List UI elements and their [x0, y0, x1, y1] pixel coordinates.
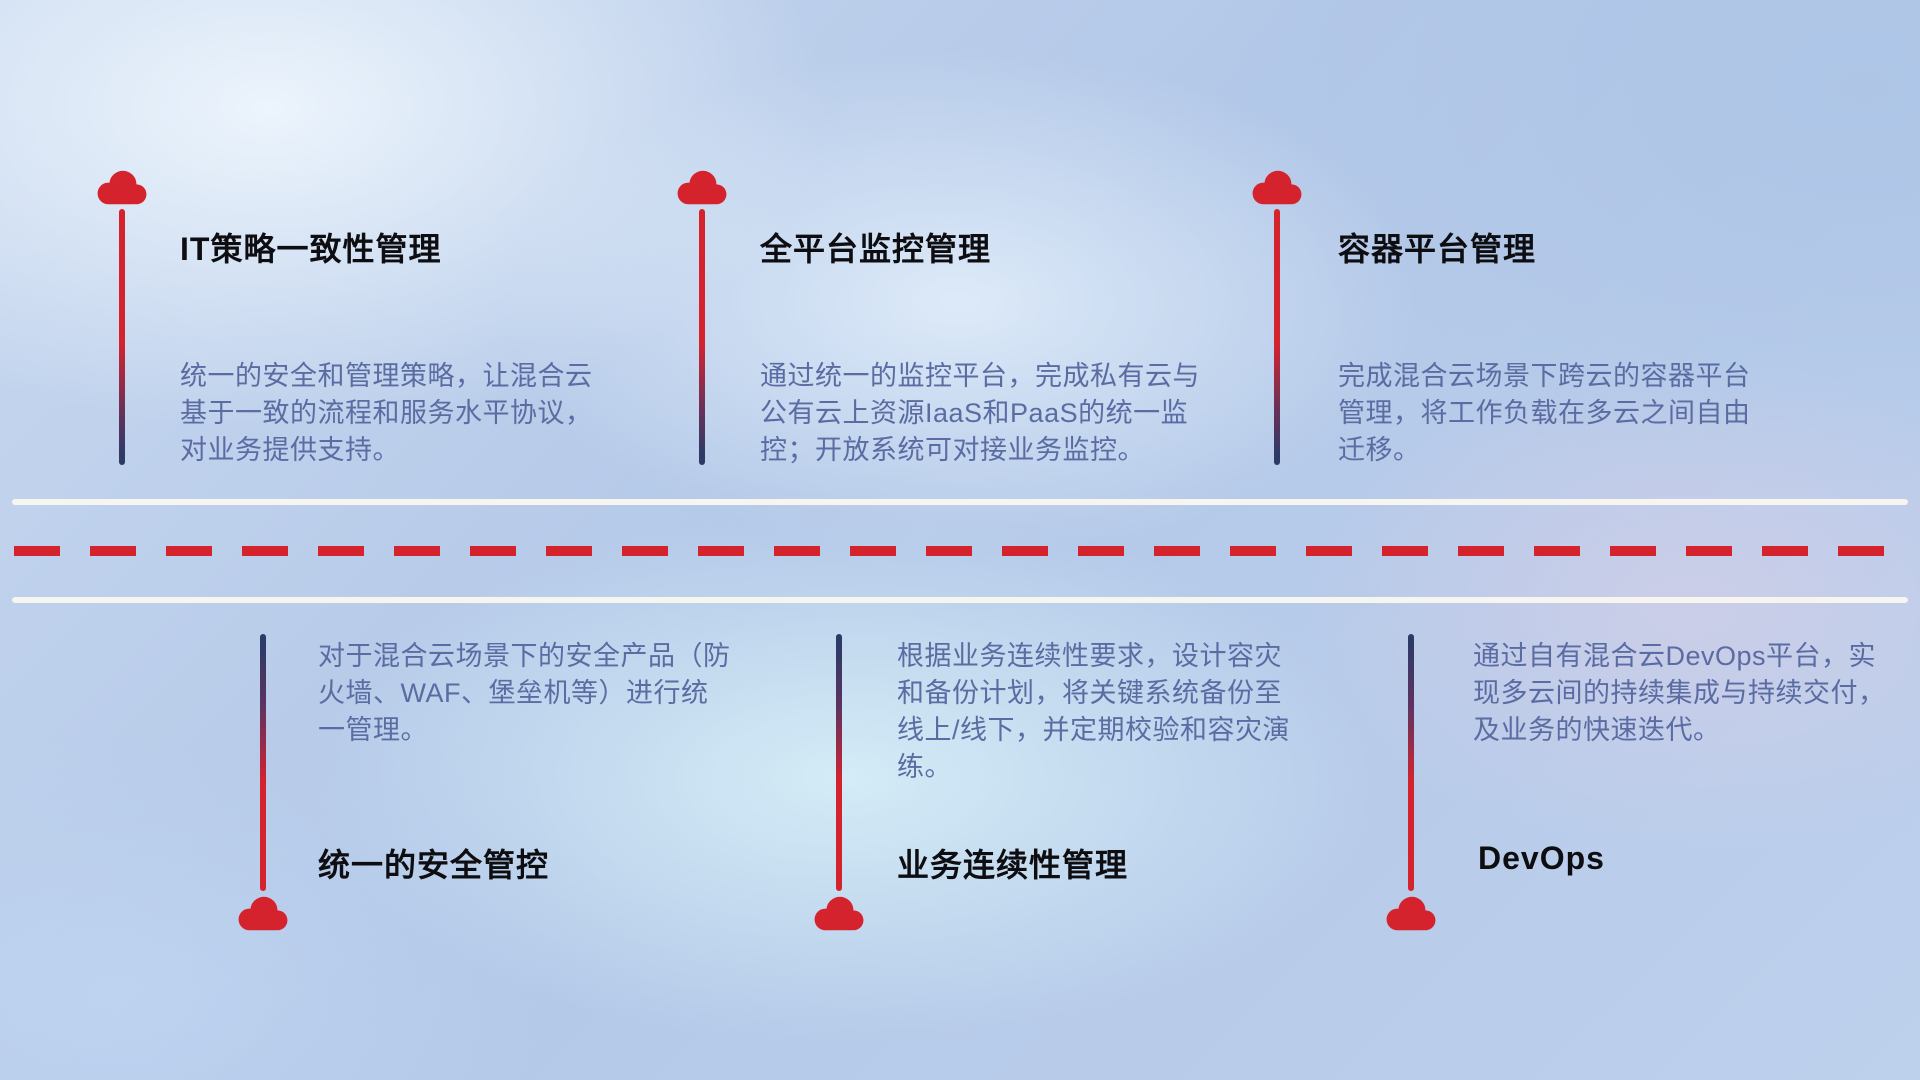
- item-description: 完成混合云场景下跨云的容器平台管理，将工作负载在多云之间自由迁移。: [1338, 361, 1751, 465]
- item-title: 全平台监控管理: [760, 231, 992, 267]
- item-title: DevOps: [1478, 840, 1605, 876]
- cloud-icon: [93, 169, 151, 207]
- item-title: 统一的安全管控: [318, 847, 550, 883]
- road-line-top: [12, 499, 1908, 505]
- item-title: 容器平台管理: [1338, 231, 1537, 267]
- item-title: 业务连续性管理: [897, 847, 1129, 883]
- item-description: 对于混合云场景下的安全产品（防火墙、WAF、堡垒机等）进行统一管理。: [318, 641, 731, 745]
- item-description: 统一的安全和管理策略，让混合云基于一致的流程和服务水平协议，对业务提供支持。: [180, 361, 593, 465]
- cloud-icon: [1248, 169, 1306, 207]
- cloud-icon: [234, 895, 292, 933]
- road-line-bottom: [12, 597, 1908, 603]
- item-description: 通过统一的监控平台，完成私有云与公有云上资源IaaS和PaaS的统一监控；开放系…: [760, 361, 1200, 465]
- timeline-stick: [119, 209, 125, 465]
- timeline-stick: [1274, 209, 1280, 465]
- cloud-icon: [1382, 895, 1440, 933]
- item-description: 通过自有混合云DevOps平台，实现多云间的持续集成与持续交付，及业务的快速迭代…: [1473, 641, 1886, 745]
- item-title: IT策略一致性管理: [180, 231, 442, 267]
- timeline-stick: [699, 209, 705, 465]
- cloud-icon: [673, 169, 731, 207]
- timeline-stick: [836, 634, 842, 891]
- road-dashed-centerline: [14, 546, 1906, 556]
- cloud-icon: [810, 895, 868, 933]
- timeline-stick: [260, 634, 266, 891]
- item-description: 根据业务连续性要求，设计容灾和备份计划，将关键系统备份至线上/线下，并定期校验和…: [897, 641, 1291, 782]
- timeline-stick: [1408, 634, 1414, 891]
